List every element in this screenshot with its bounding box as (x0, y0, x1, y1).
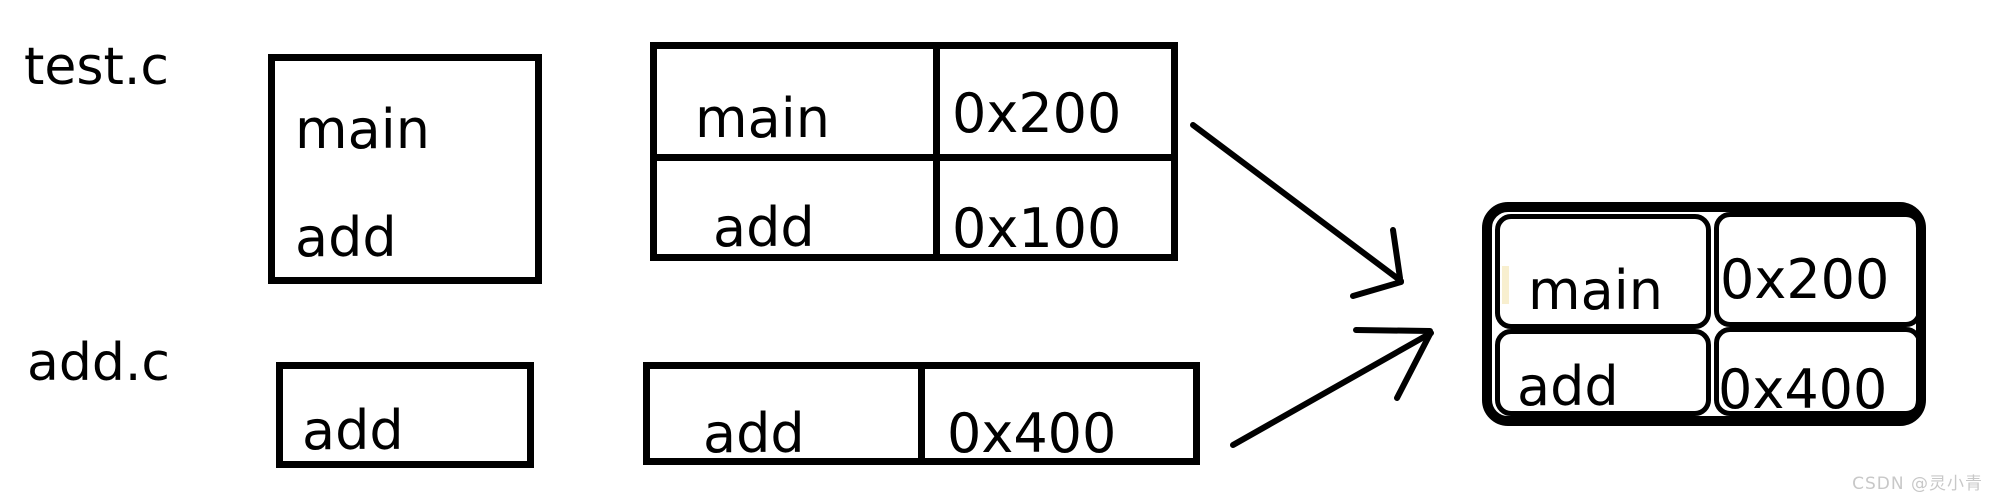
arrow-shaft (1190, 122, 1404, 284)
symbol-add: add (302, 399, 404, 462)
arrow-barb (1394, 331, 1433, 401)
symbol-main: main (295, 98, 430, 161)
table-cell-address: 0x400 (1718, 358, 1888, 421)
table-cell-address: 0x100 (952, 197, 1122, 260)
row-divider (657, 154, 1171, 161)
file-label-add-c: add.c (27, 333, 170, 393)
arrow-from-test-table (1190, 122, 1404, 299)
arrow-barb (1350, 279, 1404, 299)
merged-cell-0x200 (1714, 212, 1922, 327)
merged-cell-add (1495, 329, 1711, 416)
table-cell-symbol: main (1528, 259, 1663, 322)
arrow-shaft (1230, 330, 1434, 448)
arrow-barb (1390, 227, 1403, 281)
source-box-add-c: add (276, 362, 534, 468)
arrow-barb (1353, 327, 1433, 334)
arrow-from-add-table (1230, 327, 1434, 448)
file-label-test-c: test.c (24, 37, 169, 97)
symbol-table-add-c: add 0x400 (643, 362, 1200, 465)
source-box-test-c: main add (268, 54, 542, 284)
watermark: CSDN @灵小青 (1852, 474, 1983, 494)
highlight-artifact (1502, 266, 1509, 304)
symbol-add: add (295, 206, 397, 269)
column-divider (933, 49, 940, 254)
symbol-table-test-c: main 0x200 add 0x100 (650, 42, 1178, 261)
merged-cell-0x400 (1714, 327, 1922, 416)
merged-symbol-table: main 0x200 add 0x400 (1482, 202, 1926, 426)
table-cell-address: 0x400 (947, 402, 1117, 465)
table-cell-address: 0x200 (952, 82, 1122, 145)
column-divider (918, 369, 925, 458)
table-cell-symbol: add (1517, 355, 1619, 418)
table-cell-symbol: add (703, 402, 805, 465)
table-cell-symbol: add (713, 196, 815, 259)
merged-cell-main (1495, 214, 1711, 329)
table-cell-symbol: main (695, 87, 830, 150)
table-cell-address: 0x200 (1720, 248, 1890, 311)
